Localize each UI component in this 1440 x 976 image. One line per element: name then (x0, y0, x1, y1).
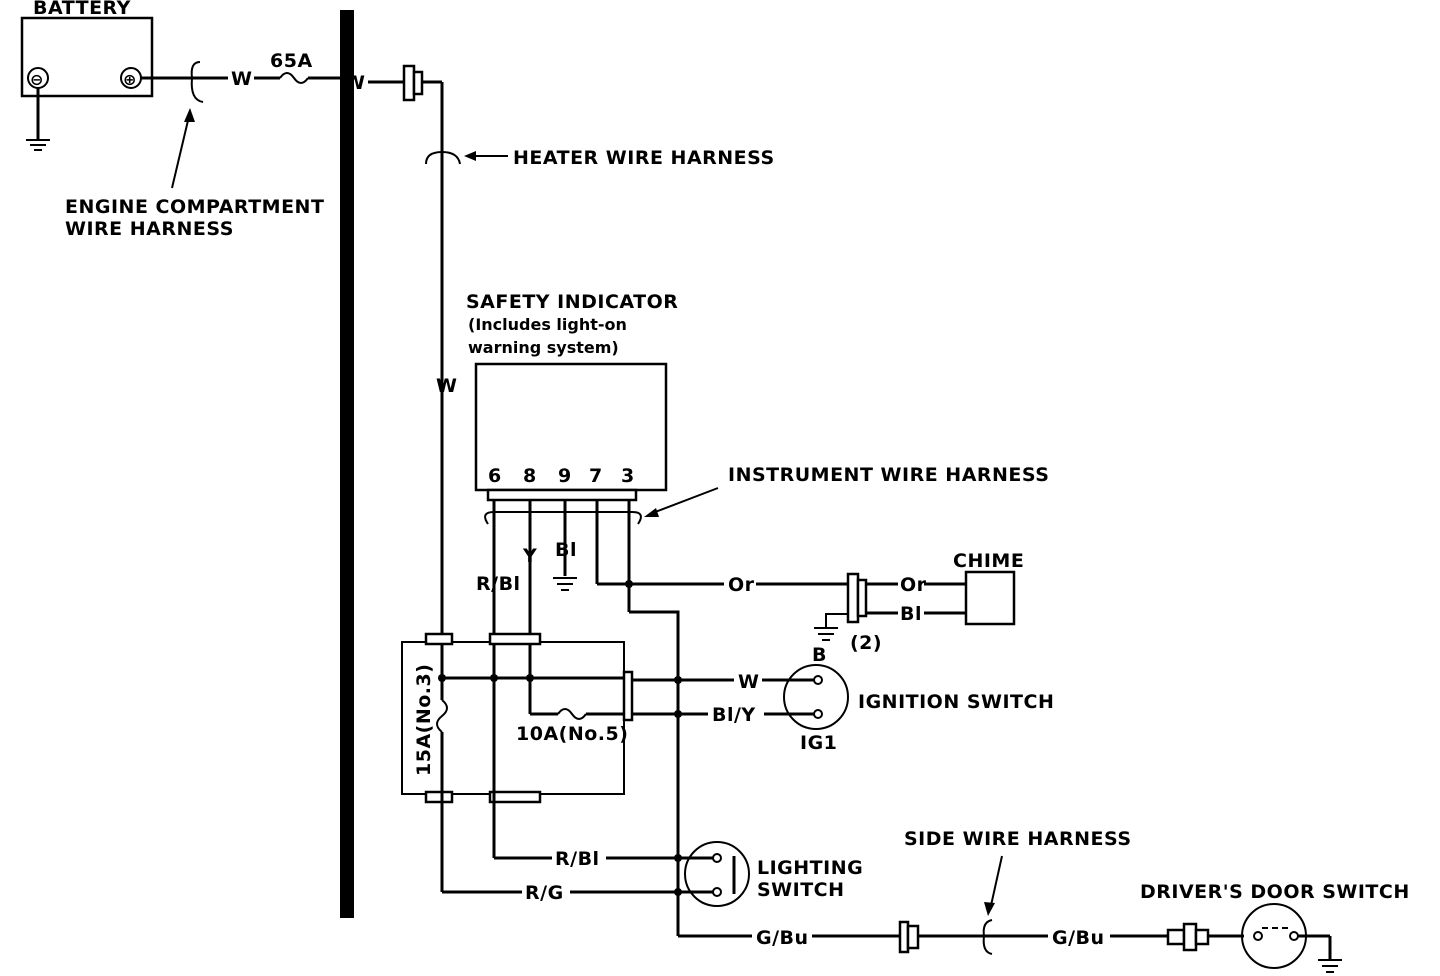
engine-harness-label-2: WIRE HARNESS (65, 218, 234, 240)
lighting-switch-circle (684, 841, 750, 907)
safety-indicator-label-2: (Includes light-on (468, 315, 627, 334)
battery-ground (26, 88, 50, 151)
wire-label-w-a: W (231, 68, 252, 90)
wire-label-g-bu-b: G/Bu (1052, 927, 1105, 949)
chime-label: CHIME (953, 550, 1024, 572)
pin-7: 7 (589, 465, 603, 487)
wire-label-r-bl-light: R/Bl (555, 848, 600, 870)
wire-label-bl-chime: Bl (900, 603, 922, 625)
pin-6: 6 (488, 465, 502, 487)
ignition-switch-circle (783, 664, 849, 730)
side-harness-label: SIDE WIRE HARNESS (904, 828, 1132, 850)
fuse-15a-symbol (436, 699, 448, 733)
lighting-switch-label-1: LIGHTING (757, 857, 863, 879)
door-connector (1166, 928, 1186, 946)
wire-label-or: Or (728, 574, 755, 596)
chime-box (964, 570, 1016, 626)
engine-harness-label-1: ENGINE COMPARTMENT (65, 196, 324, 218)
wire-label-y: Y (522, 545, 537, 567)
chime-ground (814, 613, 848, 641)
battery-label: BATTERY (33, 0, 131, 19)
pin-3: 3 (621, 465, 635, 487)
wire-label-bl-y: Bl/Y (712, 704, 756, 726)
bl-ground (553, 577, 577, 591)
lighting-switch-label-2: SWITCH (757, 879, 845, 901)
wire-label-w-b: W (344, 72, 365, 94)
heater-harness-clip (425, 150, 461, 165)
instrument-harness-label: INSTRUMENT WIRE HARNESS (728, 464, 1049, 486)
fuse-15a-label: 15A(No.3) (413, 664, 435, 776)
pin-9: 9 (558, 465, 572, 487)
safety-indicator-label-1: SAFETY INDICATOR (466, 291, 678, 313)
wire-label-bl: Bl (555, 539, 577, 561)
safety-indicator-box (474, 362, 668, 492)
battery-pos-symbol: ⊕ (123, 70, 136, 89)
main-fuse-label: 65A (270, 50, 313, 72)
safety-indicator-label-3: warning system) (468, 338, 619, 357)
instrument-harness-clip (484, 511, 642, 525)
fuse-10a-symbol (557, 708, 587, 720)
fuse-10a-label: 10A(No.5) (516, 723, 628, 745)
terminal-b: B (812, 644, 827, 666)
wire-label-or-chime: Or (900, 574, 927, 596)
door-ground (1318, 959, 1342, 973)
door-switch-label: DRIVER'S DOOR SWITCH (1140, 881, 1410, 903)
pin-8: 8 (523, 465, 537, 487)
safety-indicator-connector (486, 488, 638, 502)
wire-label-g-bu-a: G/Bu (756, 927, 809, 949)
ignition-switch-label: IGNITION SWITCH (858, 691, 1054, 713)
wire-label-w-ign: W (738, 671, 759, 693)
ignition-connector (622, 670, 634, 722)
chime-connector (846, 572, 860, 624)
chime-connector-count: (2) (850, 632, 882, 654)
terminal-ig1: IG1 (800, 732, 837, 754)
firewall-connector (402, 64, 416, 102)
engine-harness-clip (190, 61, 204, 103)
wire-label-r-g: R/G (525, 882, 564, 904)
main-fuse-symbol (279, 72, 309, 84)
side-harness-clip (982, 919, 993, 955)
battery-neg-symbol: ⊖ (30, 70, 43, 89)
fuse-block-box (401, 641, 625, 795)
wire-label-r-bl: R/Bl (476, 573, 521, 595)
heater-harness-label: HEATER WIRE HARNESS (513, 147, 775, 169)
battery: ⊖ ⊕ (20, 16, 154, 98)
wire-label-w-vertical: W (436, 375, 457, 397)
